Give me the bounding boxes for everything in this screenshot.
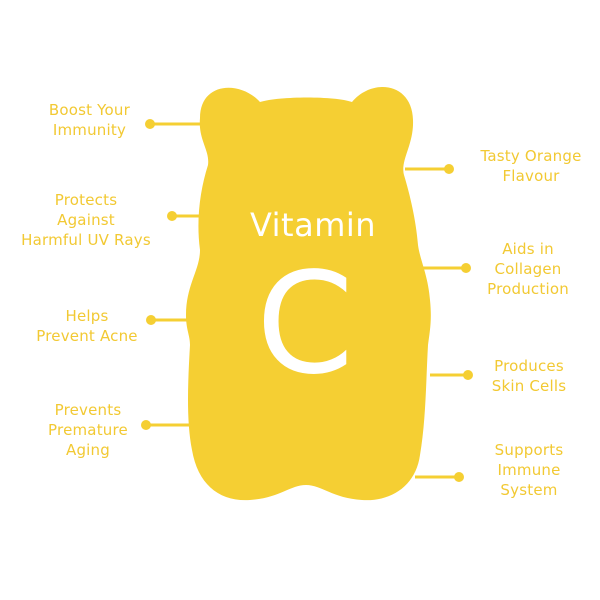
benefit-prevent-acne: Helps Prevent Acne bbox=[36, 307, 138, 345]
benefit-immune-system: Supports Immune System bbox=[494, 441, 564, 499]
benefit-boost-immunity: Boost Your Immunity bbox=[48, 101, 130, 139]
benefit-collagen: Aids in Collagen Production bbox=[487, 240, 569, 298]
benefit-prevent-aging: Prevents Premature Aging bbox=[48, 401, 128, 459]
connectors-right bbox=[405, 164, 473, 482]
benefit-uv-protection: Protects Against Harmful UV Rays bbox=[21, 191, 151, 249]
vitamin-title: Vitamin bbox=[249, 206, 377, 244]
vitamin-letter: C bbox=[256, 243, 354, 406]
gummy-bear-shape bbox=[186, 87, 431, 501]
benefit-skin-cells: Produces Skin Cells bbox=[491, 357, 567, 395]
benefit-orange-flavour: Tasty Orange Flavour bbox=[480, 147, 582, 185]
